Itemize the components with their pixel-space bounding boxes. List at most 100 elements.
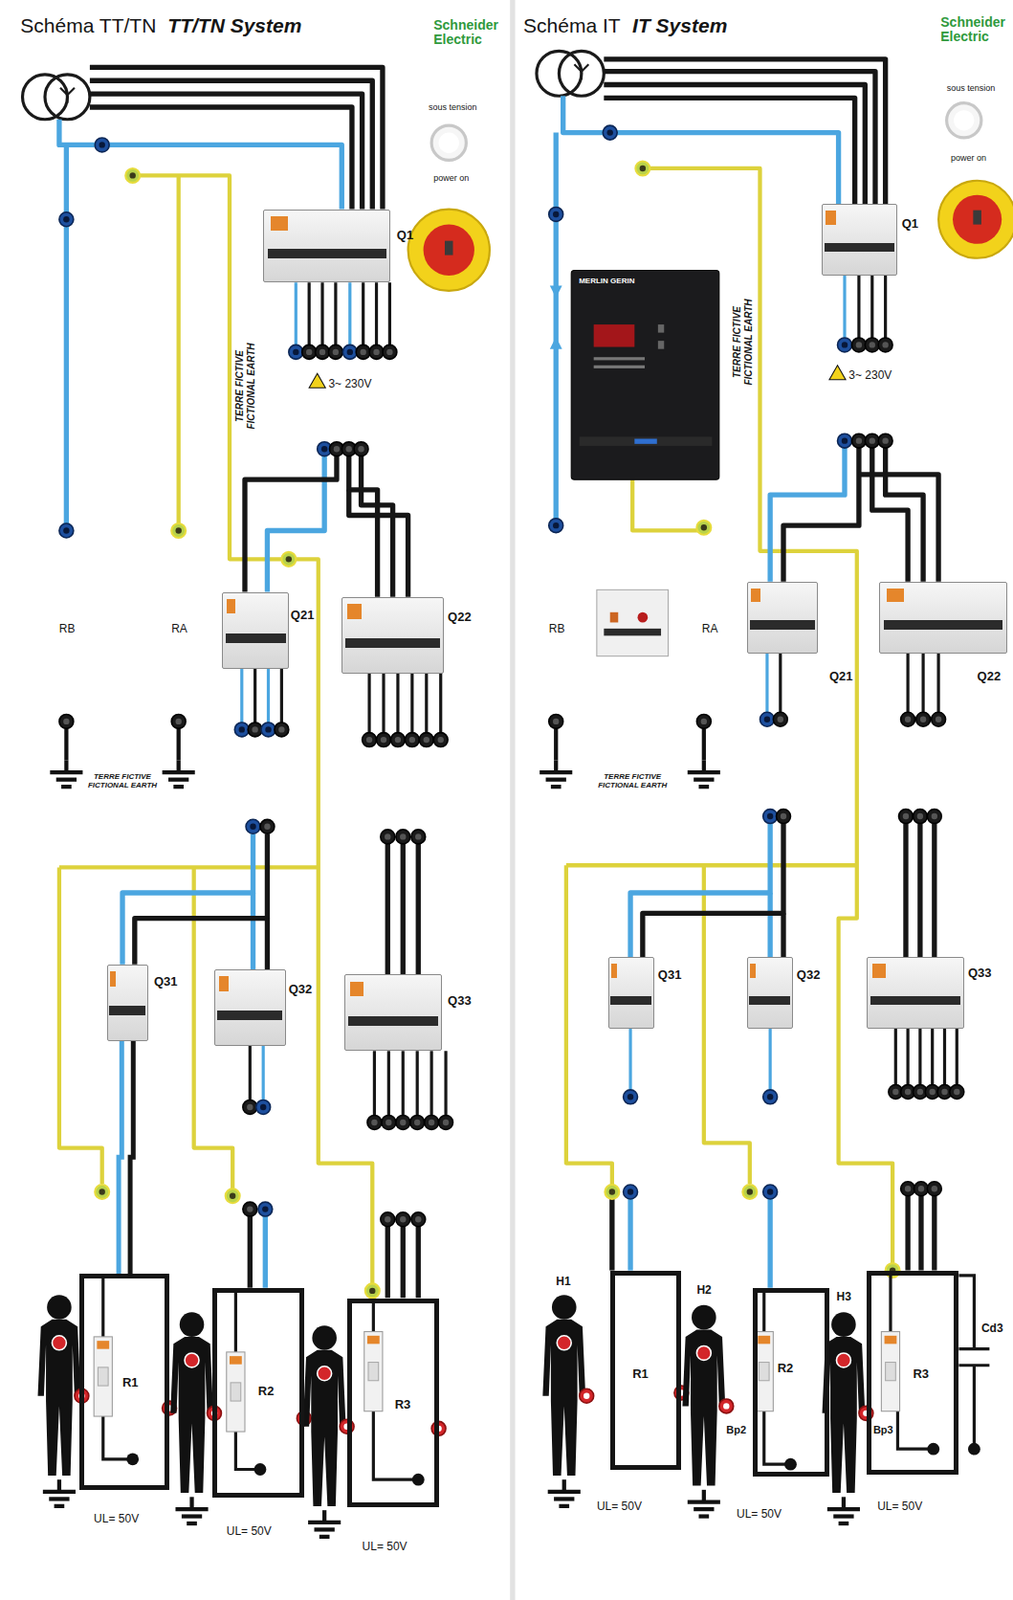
it-wiring bbox=[603, 628, 661, 636]
it-wiring bbox=[596, 589, 669, 656]
load-circuit: R2 bbox=[752, 1287, 830, 1476]
it-wiring bbox=[696, 520, 711, 535]
tt-tn-wiring bbox=[367, 1114, 382, 1129]
tt-tn-wiring bbox=[89, 66, 383, 209]
tt-tn-wiring bbox=[264, 918, 270, 969]
load-circuit: R1 bbox=[79, 1273, 170, 1490]
tt-tn-wiring bbox=[369, 673, 441, 733]
voltage-limit: UL= 50V bbox=[226, 1524, 272, 1539]
tt-tn-wiring bbox=[410, 1114, 425, 1129]
tt-tn-wiring bbox=[176, 175, 181, 530]
tt-tn-wiring bbox=[362, 732, 377, 748]
it-wiring bbox=[899, 809, 914, 824]
it-wiring bbox=[912, 809, 927, 824]
system-panel: Schéma TT/TNTT/TN SystemQ1Q21Q22Q31Q32Q3… bbox=[0, 0, 510, 1600]
tt-tn-wiring bbox=[242, 1201, 258, 1216]
tt-tn-wiring bbox=[262, 1045, 265, 1101]
it-wiring bbox=[778, 652, 782, 712]
tt-tn-wiring bbox=[59, 119, 342, 210]
control-buttons bbox=[431, 125, 466, 160]
breaker-label: Q32 bbox=[796, 968, 821, 983]
it-wiring bbox=[594, 365, 645, 369]
it-wiring bbox=[594, 324, 636, 347]
it-wiring bbox=[907, 652, 939, 712]
it-wiring bbox=[594, 356, 645, 360]
it-wiring bbox=[822, 1311, 874, 1493]
it-wiring bbox=[864, 337, 880, 353]
voltage-limit: UL= 50V bbox=[93, 1512, 139, 1526]
tt-tn-wiring bbox=[43, 1478, 76, 1506]
it-wiring bbox=[634, 439, 657, 444]
circuit-breaker: Q31 bbox=[107, 964, 149, 1041]
it-wiring bbox=[550, 286, 563, 299]
tt-tn-wiring bbox=[94, 137, 110, 153]
tt-tn-wiring bbox=[93, 1336, 112, 1416]
it-wiring bbox=[880, 1331, 900, 1411]
it-wiring bbox=[623, 1184, 639, 1199]
tt-tn-wiring bbox=[431, 1420, 446, 1435]
breaker-label: Q1 bbox=[396, 228, 414, 243]
tt-tn-wiring bbox=[390, 732, 405, 748]
tt-tn-wiring bbox=[315, 344, 331, 359]
panel-heading: TT/TN System bbox=[167, 14, 302, 38]
indicator-label: sous tension bbox=[428, 102, 478, 112]
it-wiring bbox=[610, 612, 619, 623]
tt-tn-wiring bbox=[256, 1100, 271, 1115]
it-wiring bbox=[763, 1184, 778, 1199]
load-label: R3 bbox=[395, 1397, 412, 1412]
tt-tn-wiring bbox=[22, 66, 454, 1537]
load-label: R3 bbox=[912, 1366, 929, 1382]
it-wiring bbox=[926, 1442, 940, 1455]
tt-tn-wiring bbox=[411, 1211, 426, 1227]
person-label: H2 bbox=[696, 1283, 711, 1298]
tt-tn-wiring bbox=[175, 1496, 208, 1523]
it-wiring bbox=[931, 711, 947, 727]
it-wiring bbox=[829, 365, 846, 380]
tt-tn-wiring bbox=[380, 829, 396, 844]
it-wiring bbox=[542, 1294, 594, 1476]
it-wiring bbox=[763, 809, 778, 824]
tt-tn-wiring bbox=[424, 1114, 440, 1129]
it-wiring bbox=[827, 1496, 860, 1523]
it-wiring bbox=[913, 1181, 928, 1196]
tt-tn-wiring bbox=[380, 1211, 396, 1227]
tt-tn-wiring bbox=[281, 551, 296, 567]
it-wiring bbox=[765, 652, 769, 712]
tt-tn-wiring bbox=[364, 1331, 383, 1411]
it-wiring bbox=[563, 95, 839, 204]
panel-heading: Schéma IT bbox=[523, 14, 621, 38]
tt-tn-wiring bbox=[254, 1462, 267, 1476]
control-buttons bbox=[972, 210, 982, 225]
control-buttons bbox=[408, 209, 490, 291]
tt-tn-wiring bbox=[260, 818, 275, 834]
circuit-breaker: Q33 bbox=[866, 956, 964, 1029]
tt-tn-wiring bbox=[59, 212, 74, 227]
it-wiring bbox=[623, 1089, 639, 1104]
voltage-limit: UL= 50V bbox=[596, 1499, 642, 1514]
tt-tn-wiring bbox=[387, 1226, 419, 1299]
tt-tn-wiring bbox=[328, 344, 343, 359]
tt-tn-wiring bbox=[234, 722, 249, 737]
it-wiring bbox=[604, 1184, 619, 1199]
tt-tn-wiring bbox=[125, 168, 140, 183]
tt-tn-wiring bbox=[353, 441, 369, 457]
insulation-monitor: MERLIN GERIN bbox=[571, 270, 720, 481]
control-buttons bbox=[952, 195, 1002, 244]
it-wiring bbox=[579, 436, 713, 446]
it-wiring bbox=[926, 1181, 942, 1196]
tt-tn-wiring bbox=[302, 344, 317, 359]
person-label: H1 bbox=[555, 1275, 571, 1289]
it-wiring bbox=[783, 447, 859, 582]
circuit-breaker: Q22 bbox=[879, 581, 1007, 654]
circuit-breaker: Q33 bbox=[344, 973, 441, 1051]
it-wiring bbox=[916, 711, 931, 727]
tt-tn-wiring bbox=[349, 489, 409, 597]
tt-tn-wiring bbox=[396, 1211, 411, 1227]
circuit-breaker: Q1 bbox=[821, 203, 899, 276]
load-circuit: R2 bbox=[212, 1287, 305, 1498]
it-wiring bbox=[638, 612, 649, 623]
breaker-label: Q31 bbox=[154, 974, 178, 990]
brand-label: MERLIN GERIN bbox=[578, 276, 635, 286]
it-wiring bbox=[553, 132, 559, 527]
